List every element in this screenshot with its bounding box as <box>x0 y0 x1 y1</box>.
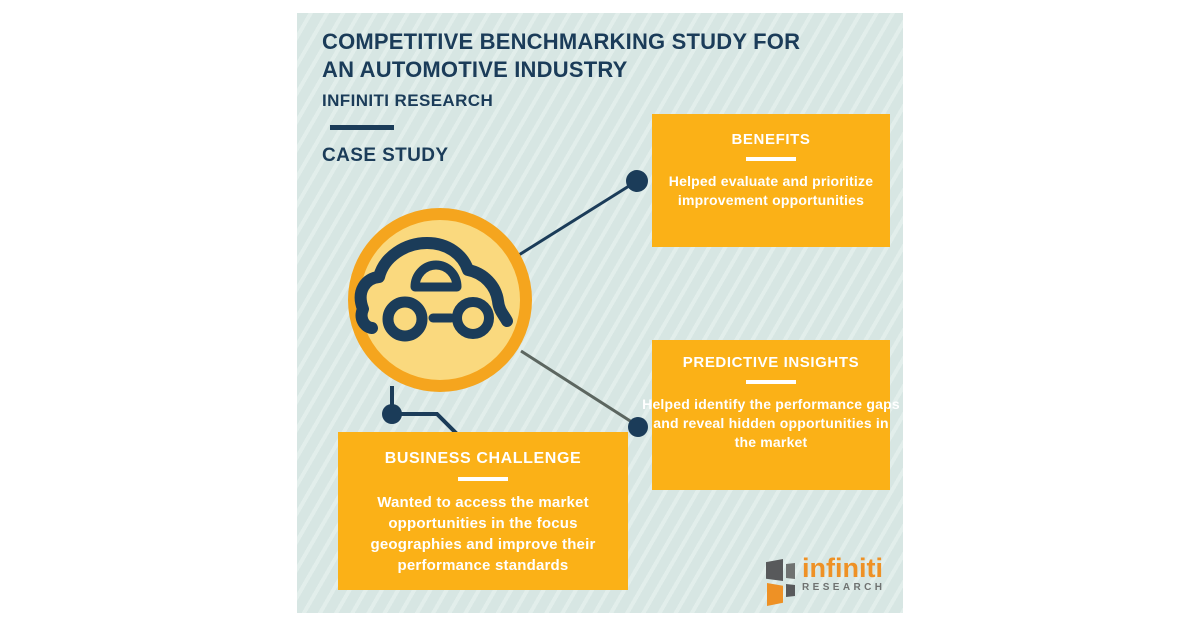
benefits-connector-dot <box>626 170 648 192</box>
logo-name: infiniti <box>802 553 883 583</box>
car-body-outline <box>354 237 513 334</box>
benefits-divider <box>746 157 796 161</box>
car-wheel-left <box>382 296 428 342</box>
predictive-connector-line <box>520 349 639 428</box>
predictive-title: PREDICTIVE INSIGHTS <box>682 354 860 371</box>
logo-text: infiniti RESEARCH <box>802 553 886 594</box>
car-wheel-right <box>452 297 494 339</box>
logo-shape-bottomright <box>786 584 795 597</box>
challenge-body: Wanted to access the market opportunitie… <box>370 494 596 574</box>
logo-shape-topleft <box>766 559 783 581</box>
predictive-divider <box>746 380 796 384</box>
logo-shape-bottomleft <box>767 583 783 606</box>
business-challenge-box: BUSINESS CHALLENGE Wanted to access the … <box>338 432 628 590</box>
logo-shape-topright <box>786 563 795 579</box>
car-icon <box>354 237 513 342</box>
infiniti-research-logo: infiniti RESEARCH <box>766 553 886 606</box>
predictive-insights-box: PREDICTIVE INSIGHTS Helped identify the … <box>642 340 900 490</box>
title-block: COMPETITIVE BENCHMARKING STUDY FOR AN AU… <box>322 28 852 84</box>
title-divider <box>330 125 394 130</box>
logo-icon <box>766 556 796 606</box>
predictive-connector-dot <box>628 417 648 437</box>
logo-tagline: RESEARCH <box>802 582 886 593</box>
car-windshield <box>410 260 462 292</box>
challenge-title: BUSINESS CHALLENGE <box>384 450 582 467</box>
benefits-title: BENEFITS <box>731 131 811 148</box>
benefits-connector-line <box>513 179 638 260</box>
predictive-body: Helped identify the performance gaps and… <box>642 396 900 450</box>
benefits-box: BENEFITS Helped evaluate and prioritize … <box>652 114 890 247</box>
benefits-body: Helped evaluate and prioritize improveme… <box>668 173 874 208</box>
company-subtitle: INFINITI RESEARCH <box>322 91 494 110</box>
case-study-label: CASE STUDY <box>322 145 449 166</box>
challenge-connector-line <box>390 386 460 437</box>
challenge-connector-dot <box>382 404 402 424</box>
challenge-divider <box>458 477 508 481</box>
page-title: COMPETITIVE BENCHMARKING STUDY FOR AN AU… <box>322 29 801 82</box>
